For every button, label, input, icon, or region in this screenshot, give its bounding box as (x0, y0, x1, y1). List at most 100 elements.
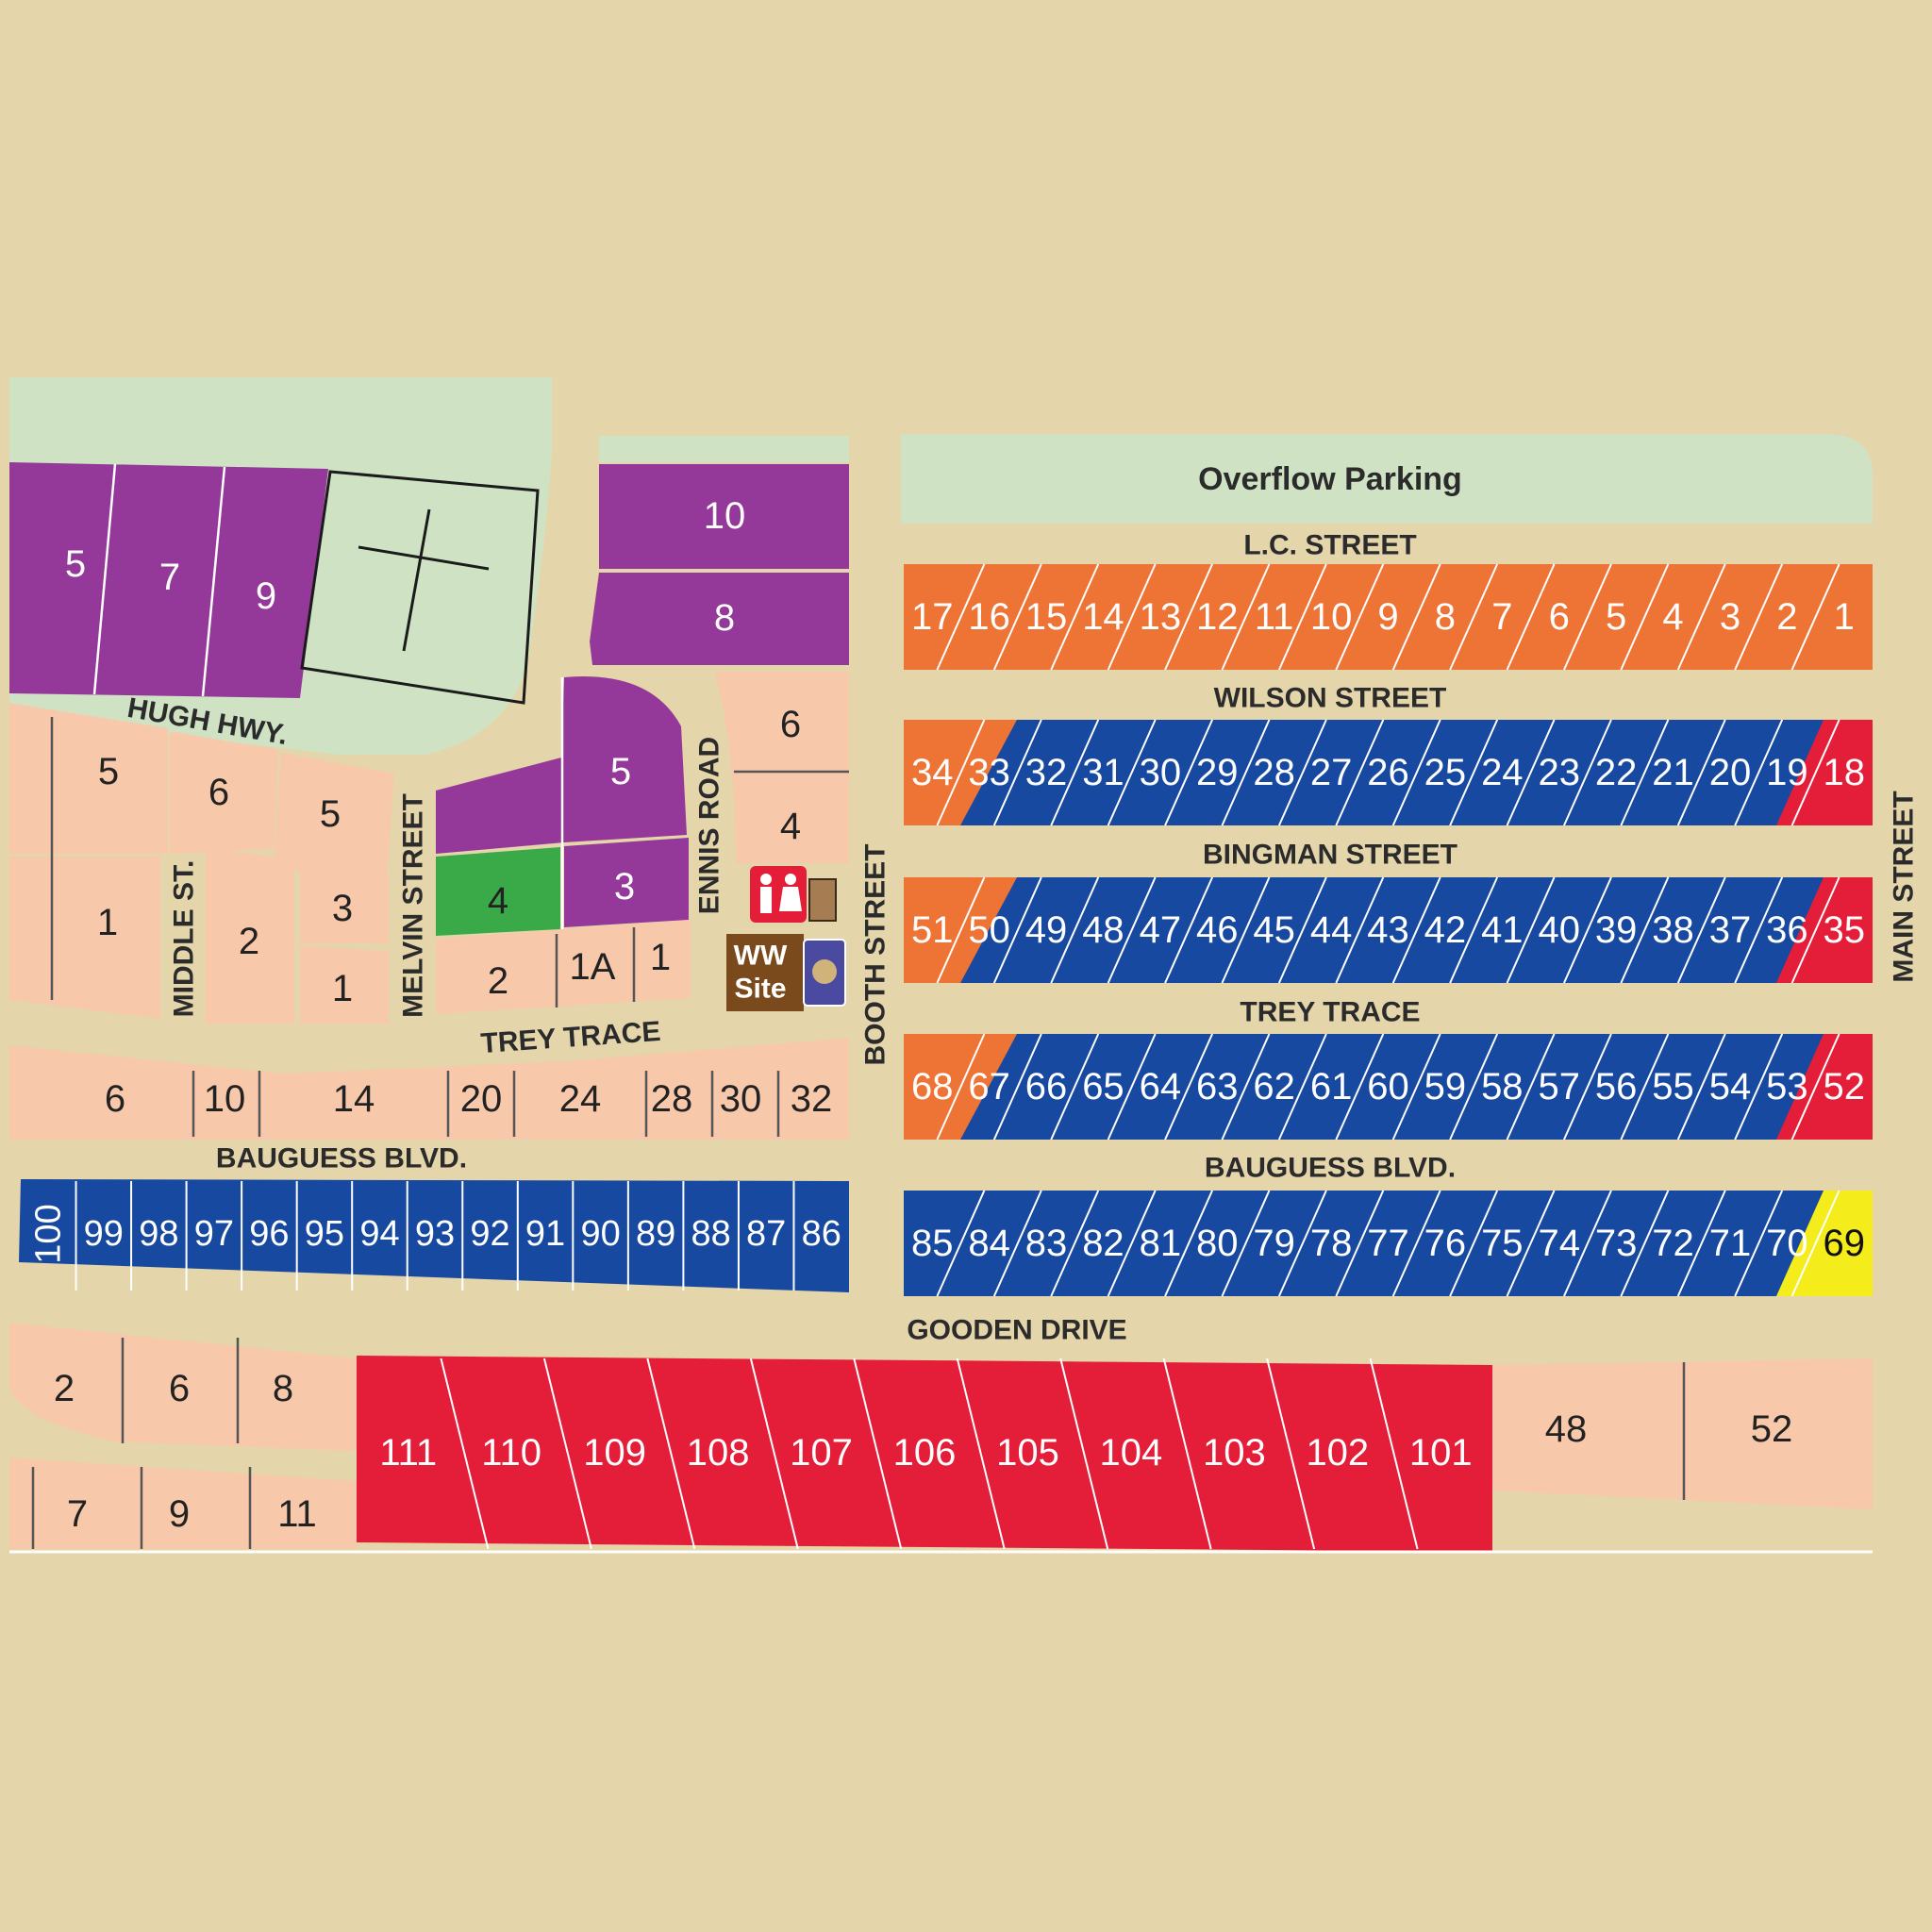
lot-label: 40 (1538, 909, 1580, 951)
gooden-red-block (357, 1356, 1492, 1552)
lot-label: 71 (1709, 1223, 1752, 1264)
lot-label: 15 (1025, 596, 1068, 638)
lot-label: 104 (1100, 1432, 1163, 1474)
lot-divider (992, 719, 1042, 826)
purple-lot-8 (590, 573, 849, 665)
row-orange-fill (904, 564, 1873, 670)
lot-divider (1620, 563, 1670, 671)
lot-label: 56 (1595, 1066, 1638, 1108)
lot-label: 67 (968, 1066, 1010, 1108)
lot-label: 79 (1253, 1223, 1295, 1264)
lot-label: 2 (488, 960, 508, 1002)
overflow-parking-label: Overflow Parking (1198, 461, 1462, 497)
lot-label: 73 (1595, 1223, 1638, 1264)
lot-label: 32 (791, 1078, 833, 1120)
lot-label: 5 (98, 751, 119, 792)
lot-label: 38 (1652, 909, 1694, 951)
lot-label: 12 (1196, 596, 1239, 638)
row-end-lot (1776, 1034, 1873, 1140)
lot-label: 100 (28, 1204, 68, 1263)
west-bauguess-row (19, 1179, 849, 1292)
lot-label: 94 (359, 1214, 399, 1254)
lot-divider (1335, 719, 1385, 826)
lot-label: 105 (996, 1432, 1059, 1474)
lot-label: 6 (105, 1078, 125, 1120)
gooden-east-peach (1492, 1358, 1873, 1509)
lot-label: 1 (650, 937, 671, 978)
lot-label: 2 (54, 1368, 75, 1409)
lot-divider (1563, 1033, 1612, 1141)
lot-divider (1107, 719, 1157, 826)
street-gooden-drive: GOODEN DRIVE (907, 1315, 1126, 1346)
lot-divider (1790, 719, 1840, 826)
lot-label: 52 (1824, 1066, 1866, 1108)
lot-label: 26 (1367, 752, 1409, 793)
lot-divider (1050, 876, 1100, 984)
lot-label: 10 (704, 495, 746, 537)
lot-label: 11 (1255, 596, 1294, 638)
center-purple-lot-3 (564, 838, 689, 927)
lot-label: 49 (1025, 909, 1068, 951)
lot-label: 20 (460, 1078, 503, 1120)
lot-label: 51 (911, 909, 954, 951)
lot-label: 5 (610, 751, 631, 792)
lot-label: 86 (802, 1214, 841, 1254)
lot-label: 36 (1766, 909, 1808, 951)
center-green-lot-4 (436, 847, 560, 936)
lot-divider (1050, 1033, 1100, 1141)
lot-divider (201, 466, 226, 697)
lot-label: 74 (1538, 1223, 1580, 1264)
lot-divider (936, 563, 986, 671)
top-purple-block (9, 462, 328, 698)
lot-label: 4 (1662, 596, 1683, 638)
lot-label: 66 (1025, 1066, 1068, 1108)
lot-label: 107 (790, 1432, 853, 1474)
bottom-west-peach (9, 1457, 357, 1549)
lot-label: 64 (1140, 1066, 1182, 1108)
lot-divider (1734, 719, 1784, 826)
lot-divider (992, 876, 1042, 984)
lot-label: 1 (1834, 596, 1855, 638)
lot-divider (1676, 563, 1726, 671)
lot-divider (1391, 1033, 1441, 1141)
lot-label: 55 (1652, 1066, 1694, 1108)
restroom-icon (750, 866, 807, 923)
lot-divider (440, 1357, 490, 1550)
lot-divider (1277, 1190, 1327, 1297)
cemetery-cross-icon (300, 470, 540, 705)
west-lot-2 (206, 849, 294, 1024)
lot-divider (1563, 563, 1612, 671)
lot-label: 62 (1253, 1066, 1295, 1108)
west-lot-3 (300, 863, 389, 943)
lot-divider (1790, 563, 1840, 671)
lot-label: 3 (614, 866, 635, 908)
lot-label: 27 (1310, 752, 1353, 793)
lot-label: 9 (169, 1493, 190, 1535)
lot-divider (853, 1357, 903, 1550)
lot-label: 25 (1424, 752, 1467, 793)
street-bauguess-west: BAUGUESS BLVD. (216, 1143, 467, 1174)
lot-divider (1107, 1033, 1157, 1141)
lot-divider (1050, 1190, 1100, 1297)
lot-label: 60 (1367, 1066, 1409, 1108)
street-bauguess-east: BAUGUESS BLVD. (1205, 1153, 1456, 1184)
lot-label: 13 (1140, 596, 1182, 638)
street-booth-street: BOOTH STREET (860, 843, 891, 1065)
lot-label: 33 (968, 752, 1010, 793)
lot-label: 81 (1140, 1223, 1182, 1264)
lot-label: 44 (1310, 909, 1353, 951)
lot-divider (1277, 876, 1327, 984)
lot-divider (1369, 1357, 1419, 1550)
lot-label: 35 (1824, 909, 1866, 951)
lot-divider (1734, 1033, 1784, 1141)
lot-label: 46 (1196, 909, 1239, 951)
lot-label: 22 (1595, 752, 1638, 793)
lot-label: 95 (305, 1214, 344, 1254)
lot-divider (1563, 1190, 1612, 1297)
lot-label: 108 (687, 1432, 750, 1474)
row-end-lot (1776, 1191, 1873, 1296)
